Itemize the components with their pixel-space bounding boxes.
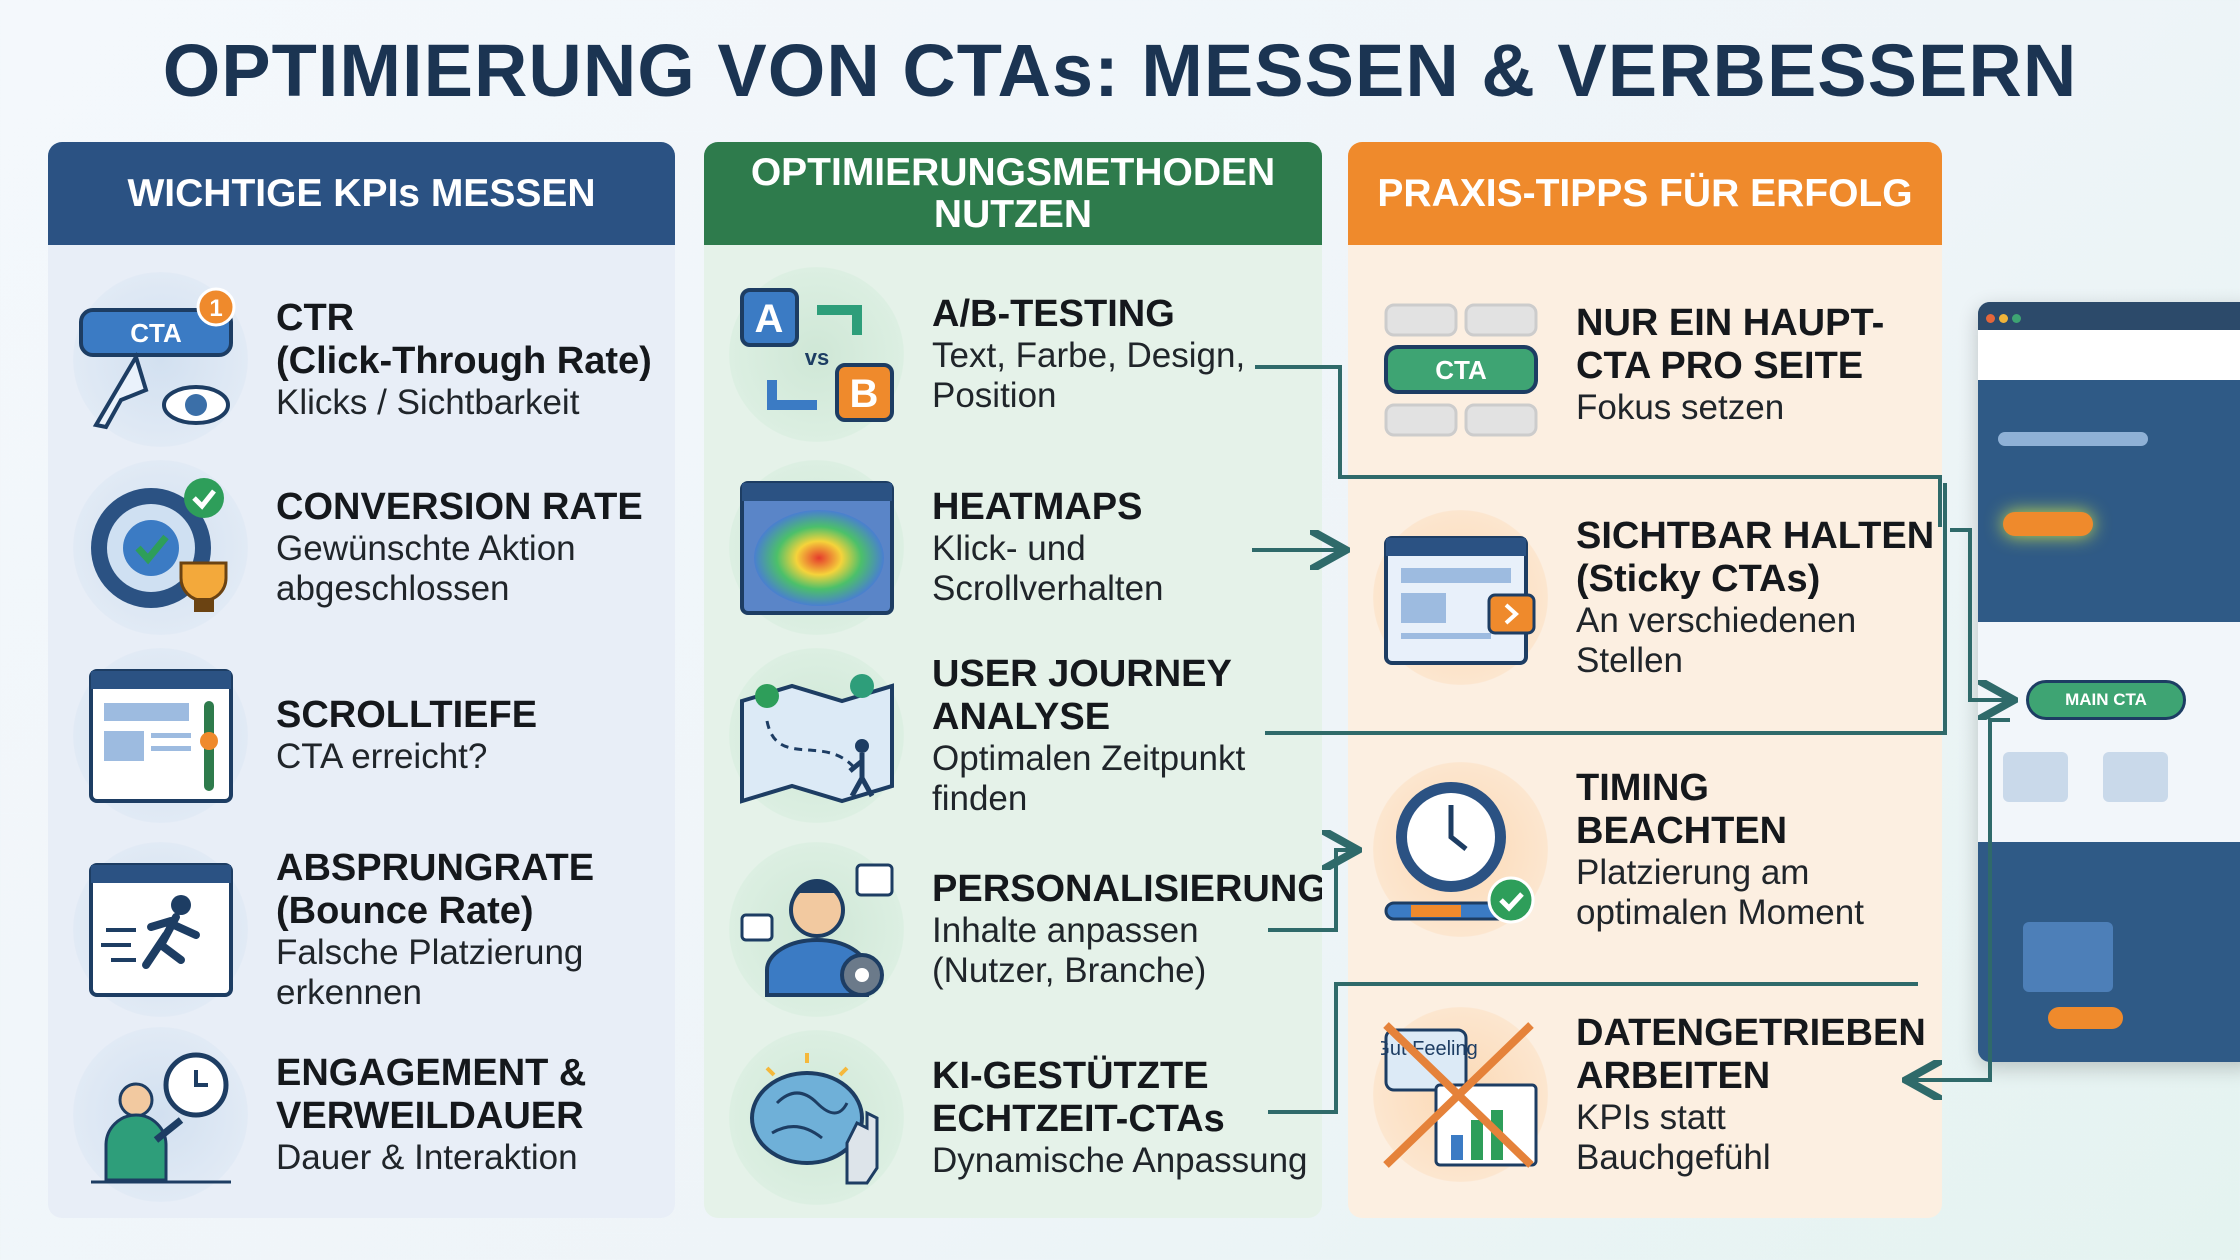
kpi-title: ABSPRUNGRATE (276, 846, 595, 889)
tip-title-2: CTA PRO SEITE (1576, 344, 1864, 387)
kpi-column-header: WICHTIGE KPIs MESSEN (48, 142, 675, 245)
kpi-desc-2: abgeschlossen (276, 569, 510, 608)
tips-column-header: PRAXIS-TIPPS FÜR ERFOLG (1348, 142, 1942, 245)
tip-title-2: (Sticky CTAs) (1576, 557, 1821, 600)
person-gear-icon (729, 842, 904, 1017)
tip-title-2: ARBEITEN (1576, 1054, 1771, 1097)
kpi-title: ENGAGEMENT & (276, 1051, 587, 1094)
ai-brain-icon (729, 1030, 904, 1205)
method-desc-2: Scrollverhalten (932, 569, 1164, 608)
method-desc: Text, Farbe, Design, (932, 336, 1246, 375)
tip-desc: Platzierung am (1576, 852, 1810, 892)
method-title: A/B-TESTING (932, 293, 1175, 335)
tip-title: DATENGETRIEBEN (1576, 1011, 1926, 1054)
method-desc: Dynamische Anpassung (932, 1140, 1308, 1180)
page-title: OPTIMIERUNG VON CTAs: MESSEN & VERBESSER… (162, 29, 2078, 112)
tips-column: PRAXIS-TIPPS FÜR ERFOLG CTA NUR EIN HAUP… (1348, 142, 1942, 1218)
browser-bar (1978, 302, 2240, 330)
tip-title: NUR EIN HAUPT- (1576, 301, 1885, 344)
kpi-desc: Falsche Platzierung (276, 932, 584, 972)
tip-desc-2: Stellen (1576, 640, 1684, 680)
kpi-title: SCROLLTIEFE (276, 694, 538, 736)
badge-text: 1 (209, 295, 222, 322)
kpi-desc: CTA erreicht? (276, 737, 488, 776)
tip-desc-2: Bauchgefühl (1576, 1137, 1771, 1177)
method-desc-2: finden (932, 778, 1028, 818)
gut-feeling-text: Gut Feeling (1381, 1038, 1478, 1060)
ab-a-text: A (754, 297, 783, 341)
method-title-2: ANALYSE (932, 695, 1111, 738)
clock-check-icon (1373, 762, 1548, 937)
tip-desc: An verschiedenen (1576, 600, 1857, 640)
kpi-desc: Dauer & Interaktion (276, 1137, 578, 1177)
heatmap-icon (729, 460, 904, 635)
kpi-title-2: VERWEILDAUER (276, 1094, 584, 1137)
kpi-desc: Gewünschte Aktion (276, 529, 576, 568)
tip-desc-2: optimalen Moment (1576, 892, 1864, 932)
person-clock-icon (73, 1027, 248, 1202)
cta-icon-text: CTA (1435, 355, 1487, 385)
sticky-cta-icon (1373, 510, 1548, 685)
kpi-title-2: (Bounce Rate) (276, 889, 534, 932)
method-desc-2: (Nutzer, Branche) (932, 951, 1207, 990)
methods-column-header: OPTIMIERUNGSMETHODEN NUTZEN (704, 142, 1322, 245)
website-mockup: MAIN CTA (1978, 302, 2240, 1062)
tip-title-2: BEACHTEN (1576, 809, 1788, 852)
kpi-item-bounce: ABSPRUNGRATE(Bounce Rate)Falsche Platzie… (48, 842, 675, 1017)
tip-title: SICHTBAR HALTEN (1576, 514, 1935, 557)
target-trophy-icon (73, 460, 248, 635)
method-title-2: ECHTZEIT-CTAs (932, 1097, 1225, 1140)
kpi-desc: Klicks / Sichtbarkeit (276, 382, 580, 422)
method-desc: Klick- und (932, 529, 1086, 568)
method-title: KI-GESTÜTZTE (932, 1054, 1209, 1097)
tip-desc: KPIs statt (1576, 1097, 1726, 1137)
tip-desc: Fokus setzen (1576, 387, 1785, 427)
no-gut-feeling-icon: Gut Feeling (1373, 1007, 1548, 1182)
ab-vs-text: vs (804, 345, 828, 370)
method-desc-2: Position (932, 376, 1057, 415)
running-exit-icon (73, 842, 248, 1017)
method-desc: Inhalte anpassen (932, 911, 1199, 950)
tip-item-sticky: SICHTBAR HALTEN(Sticky CTAs)An verschied… (1348, 510, 1942, 685)
tip-title: TIMING (1576, 766, 1709, 809)
method-title: USER JOURNEY (932, 652, 1232, 695)
main-cta-button: MAIN CTA (2026, 680, 2186, 720)
scroll-page-icon (73, 648, 248, 823)
kpi-title: CTR (276, 296, 355, 339)
method-desc: Optimalen Zeitpunkt (932, 738, 1246, 778)
cta-icon-text: CTA (130, 318, 182, 348)
journey-map-icon (729, 648, 904, 823)
kpi-title: CONVERSION RATE (276, 486, 643, 528)
cta-click-eye-icon: CTA 1 (73, 272, 248, 447)
method-title: HEATMAPS (932, 486, 1143, 528)
single-cta-icon: CTA (1373, 277, 1548, 452)
kpi-column: WICHTIGE KPIs MESSEN CTA 1 CTR(Click-Thro… (48, 142, 675, 1218)
kpi-item-ctr: CTA 1 CTR(Click-Through Rate)Klicks / Sic… (48, 272, 675, 447)
method-title: PERSONALISIERUNG (932, 868, 1322, 910)
kpi-title-2: (Click-Through Rate) (276, 339, 652, 382)
ab-b-text: B (849, 372, 878, 416)
kpi-desc-2: erkennen (276, 972, 422, 1012)
